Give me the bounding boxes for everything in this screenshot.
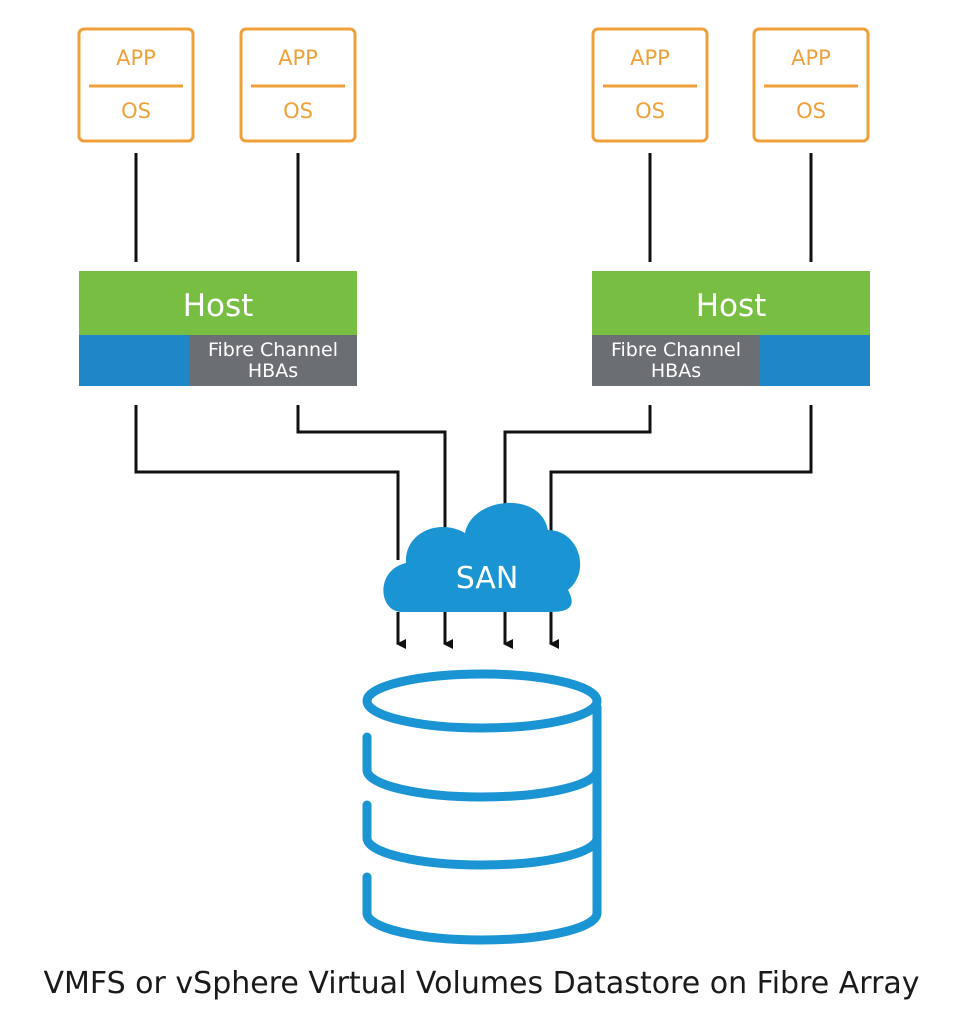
fibre-path-1 bbox=[134, 405, 400, 560]
host-1-hba bbox=[189, 335, 357, 386]
vm-host-connectors bbox=[134, 153, 813, 262]
vm-3: APP OS bbox=[591, 27, 709, 143]
vm-4-os-label: OS bbox=[796, 99, 826, 123]
host-2: Host Fibre Channel HBAs bbox=[592, 271, 870, 386]
vm-1: APP OS bbox=[77, 27, 195, 143]
database-icon bbox=[362, 669, 602, 945]
fibre-path-2 bbox=[296, 405, 447, 560]
vm-2-os-label: OS bbox=[283, 99, 313, 123]
san-label: SAN bbox=[456, 561, 519, 596]
vm-4-app-label: APP bbox=[791, 46, 831, 70]
fibre-path-3 bbox=[503, 405, 652, 560]
san-to-datastore-arrows bbox=[396, 612, 559, 649]
vm-2-app-label: APP bbox=[278, 46, 318, 70]
host-2-label: Host bbox=[696, 288, 767, 324]
diagram-caption: VMFS or vSphere Virtual Volumes Datastor… bbox=[43, 966, 920, 1001]
san-cloud-icon: SAN bbox=[383, 502, 581, 612]
vm-2: APP OS bbox=[239, 27, 357, 143]
host-1: Host Fibre Channel HBAs bbox=[79, 271, 357, 386]
vm-1-app-label: APP bbox=[116, 46, 156, 70]
vm-1-os-label: OS bbox=[121, 99, 151, 123]
host-2-hba-line2: HBAs bbox=[651, 360, 701, 382]
host-1-hba-line1: Fibre Channel bbox=[208, 339, 338, 361]
host-2-hba bbox=[592, 335, 760, 386]
vm-3-os-label: OS bbox=[635, 99, 665, 123]
host-1-hba-line2: HBAs bbox=[248, 360, 298, 382]
host-1-label: Host bbox=[183, 288, 254, 324]
vm-3-app-label: APP bbox=[630, 46, 670, 70]
host-2-hba-line1: Fibre Channel bbox=[611, 339, 741, 361]
fibre-path-4 bbox=[549, 405, 813, 560]
vm-4: APP OS bbox=[752, 27, 870, 143]
fibre-paths bbox=[134, 405, 813, 560]
